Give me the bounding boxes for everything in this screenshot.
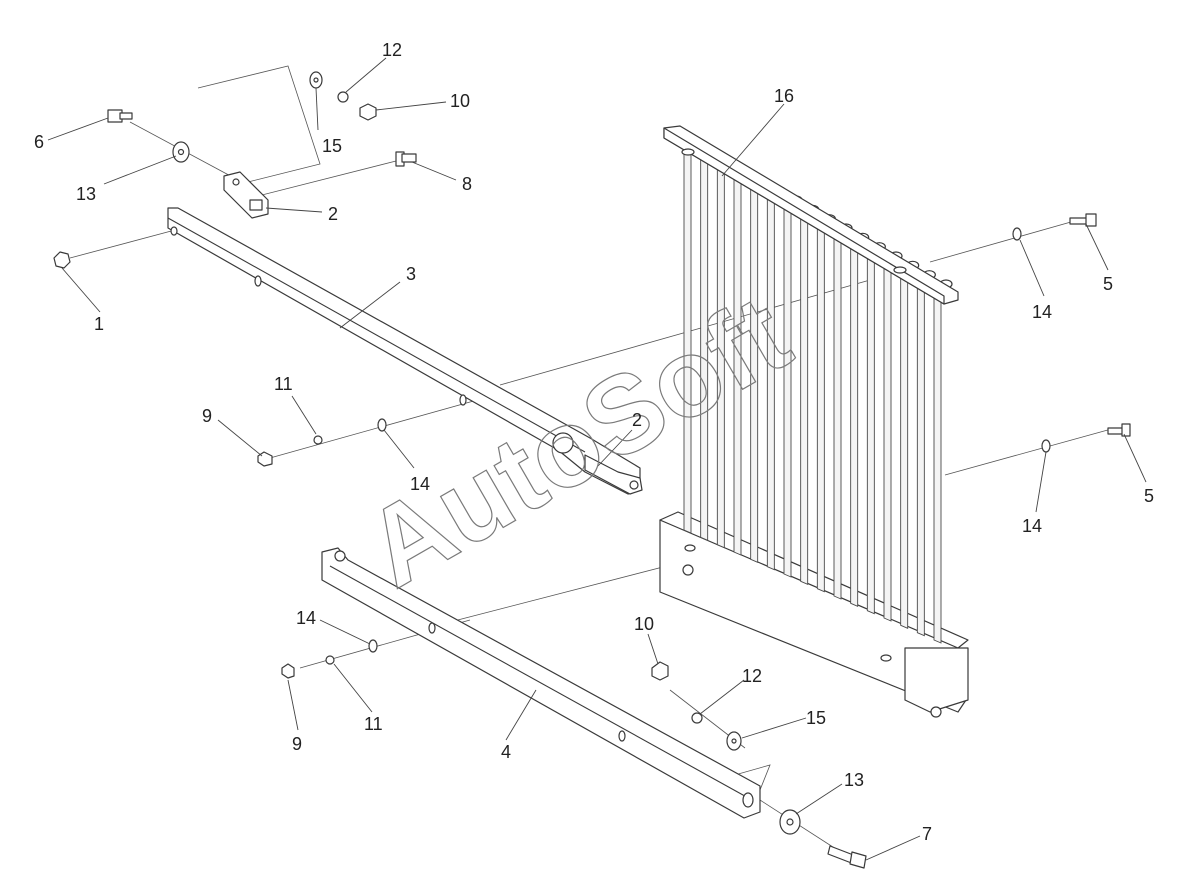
lock-washer-icon xyxy=(313,435,323,445)
radiator-tube xyxy=(883,261,892,622)
bolt-icon xyxy=(1107,423,1131,437)
callout-9-upper: 9 xyxy=(202,406,212,426)
radiator-tube xyxy=(900,270,909,630)
nut-icon xyxy=(651,661,669,681)
callout-1: 1 xyxy=(94,314,104,334)
washer-icon xyxy=(368,639,378,653)
bolt-icon xyxy=(827,845,867,869)
radiator-tube xyxy=(850,242,859,608)
callout-10-top: 10 xyxy=(450,91,470,111)
bolt-icon xyxy=(395,151,417,167)
washer-icon xyxy=(377,418,387,432)
lock-washer-icon xyxy=(691,712,703,724)
callout-14-right-top: 14 xyxy=(1032,302,1052,322)
lock-washer-icon xyxy=(337,91,349,103)
radiator-tube xyxy=(816,223,825,593)
callout-5-bottom: 5 xyxy=(1144,486,1154,506)
fasteners xyxy=(53,71,1131,869)
tube-radiator-assembly xyxy=(659,125,969,718)
radiator-tube xyxy=(916,279,925,637)
callout-6: 6 xyxy=(34,132,44,152)
leader-lines xyxy=(47,57,1147,861)
nut-icon xyxy=(281,663,295,679)
washer-icon xyxy=(1041,439,1051,453)
callout-2-top: 2 xyxy=(328,204,338,224)
bolt-icon xyxy=(1069,213,1097,227)
callout-11-upper: 11 xyxy=(274,374,293,394)
callout-7: 7 xyxy=(922,824,932,844)
callout-9-lower: 9 xyxy=(292,734,302,754)
callout-11-lower: 11 xyxy=(364,714,383,734)
callout-4: 4 xyxy=(501,742,511,762)
washer-icon xyxy=(1012,227,1022,241)
lock-washer-icon xyxy=(325,655,335,665)
nut-icon xyxy=(359,103,377,121)
callout-12-top: 12 xyxy=(382,40,402,60)
lower-bracket-bar xyxy=(321,547,761,819)
small-bracket-top xyxy=(223,171,269,219)
callout-3: 3 xyxy=(406,264,416,284)
nut-icon xyxy=(53,251,71,269)
callout-15-top: 15 xyxy=(322,136,342,156)
callout-14-upper-left: 14 xyxy=(410,474,430,494)
bolt-icon xyxy=(107,109,133,123)
callout-8: 8 xyxy=(462,174,472,194)
callout-14-lower-left: 14 xyxy=(296,608,316,628)
callout-15-lower: 15 xyxy=(806,708,826,728)
callout-13-lower: 13 xyxy=(844,770,864,790)
radiator-tube xyxy=(833,233,842,600)
callout-labels: 1 2 2 3 4 5 5 6 7 8 9 9 10 10 11 11 12 1… xyxy=(34,40,1154,844)
callout-10-lower: 10 xyxy=(634,614,654,634)
radiator-tube xyxy=(866,251,875,615)
callout-14-right-bottom: 14 xyxy=(1022,516,1042,536)
radiator-tube xyxy=(933,289,942,644)
callout-2-bar: 2 xyxy=(632,410,642,430)
callout-12-lower: 12 xyxy=(742,666,762,686)
callout-5-top: 5 xyxy=(1103,274,1113,294)
callout-13-top: 13 xyxy=(76,184,96,204)
callout-16: 16 xyxy=(774,86,794,106)
radiator-tube xyxy=(800,214,809,586)
